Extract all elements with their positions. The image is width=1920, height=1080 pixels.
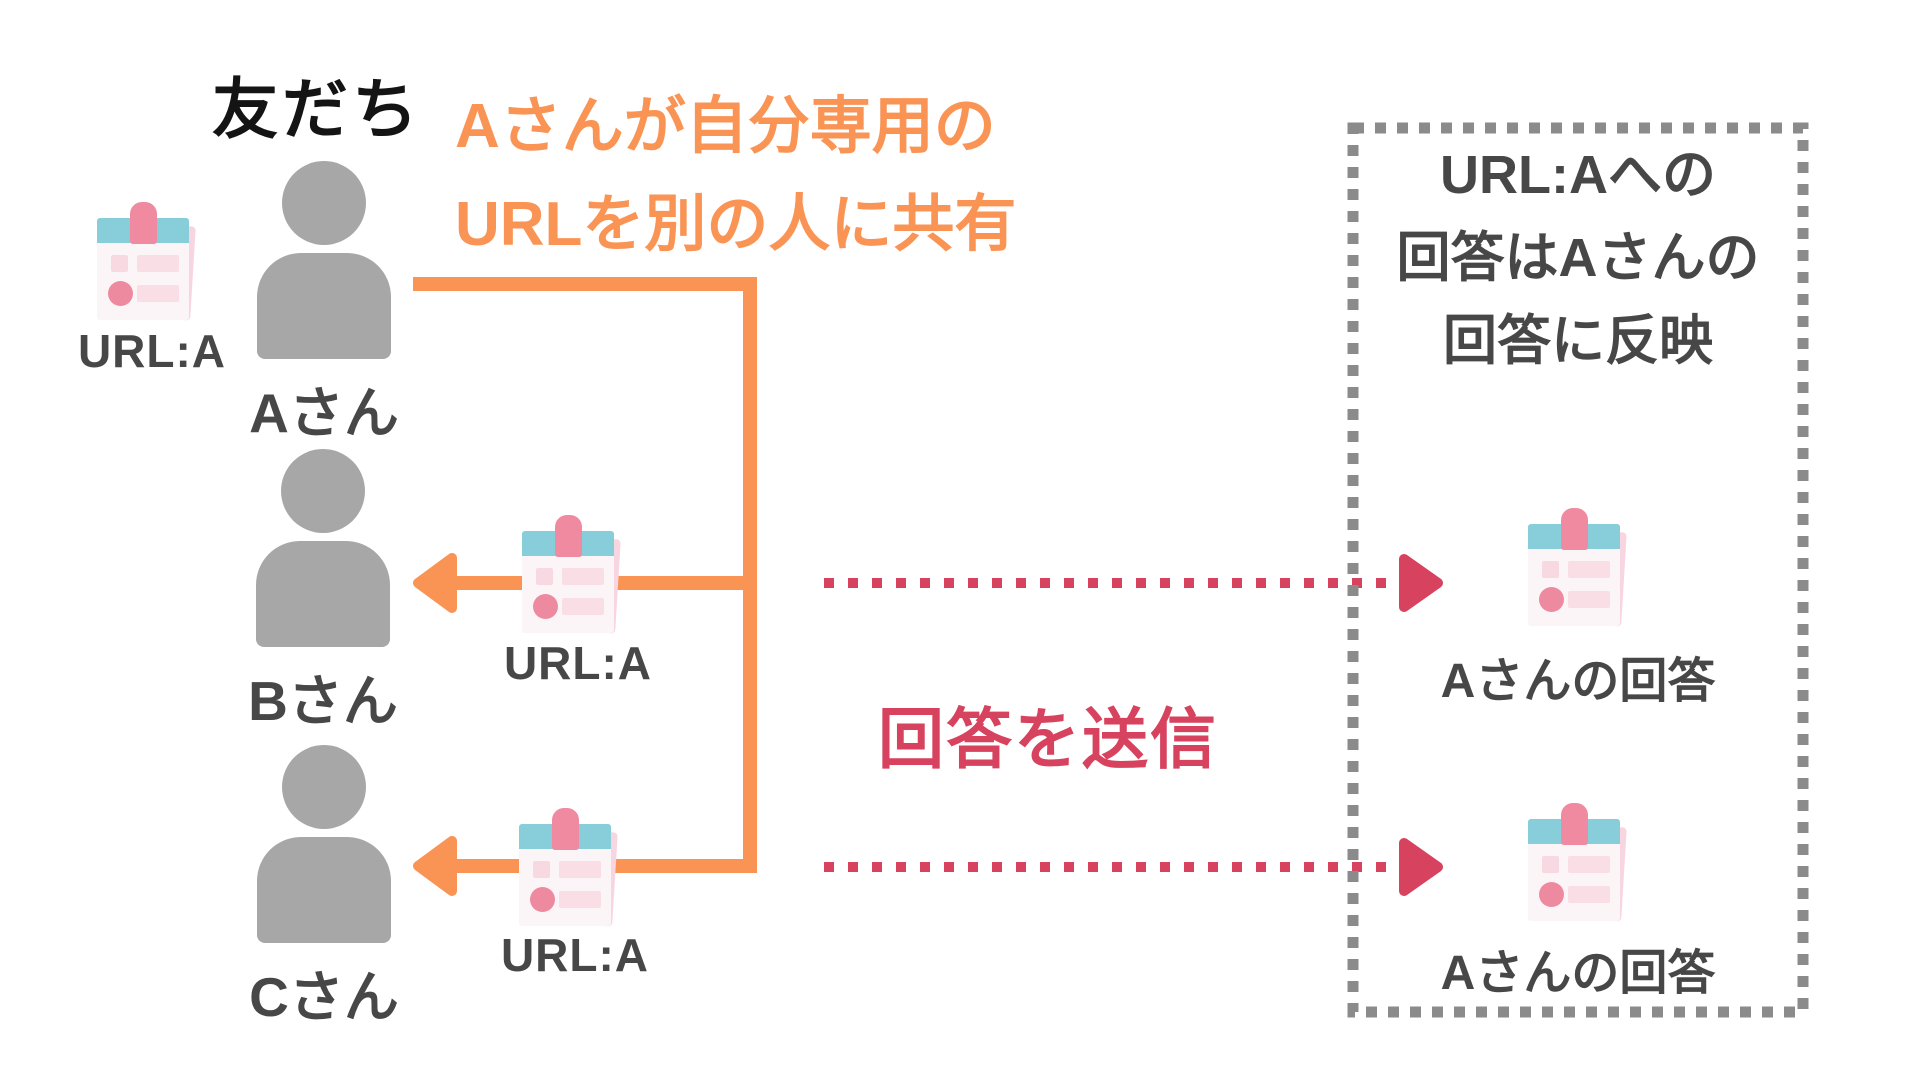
result-box-title: URL:Aへの 回答はAさんの 回答に反映: [1363, 134, 1793, 383]
url-tag-c: URL:A: [500, 929, 650, 981]
bookmark-icon: [552, 808, 579, 850]
person-c-icon: [257, 745, 391, 943]
orange-arrowhead-b: [413, 553, 457, 613]
send-answer-label: 回答を送信: [878, 702, 1218, 776]
orange-arrowhead-c: [413, 836, 457, 896]
person-head: [282, 161, 366, 245]
person-body: [257, 253, 391, 359]
answer-form-icon-2: [1528, 801, 1628, 923]
answer-label-2: Aさんの回答: [1440, 947, 1716, 1000]
survey-form-icon-b: [522, 513, 622, 635]
person-b-label: Bさん: [248, 670, 398, 732]
person-body: [257, 837, 391, 943]
send-arrowhead-top: [1399, 554, 1443, 612]
person-c-label: Cさん: [249, 966, 399, 1028]
person-body: [256, 541, 390, 647]
bookmark-icon: [1561, 803, 1588, 845]
answer-form-icon-1: [1528, 506, 1628, 628]
friends-title: 友だち: [212, 72, 422, 146]
person-a-label: Aさん: [249, 382, 399, 444]
bookmark-icon: [555, 515, 582, 557]
answer-label-1: Aさんの回答: [1440, 655, 1716, 708]
bookmark-icon: [1561, 508, 1588, 550]
bookmark-icon: [130, 202, 157, 244]
result-box-title-line1: URL:Aへの: [1440, 145, 1716, 205]
url-tag-a: URL:A: [77, 325, 227, 377]
send-arrowhead-bottom: [1399, 838, 1443, 896]
person-b-icon: [256, 449, 390, 647]
share-note: Aさんが自分専用の URLを別の人に共有: [455, 78, 1016, 274]
result-box-title-line2: 回答はAさんの: [1396, 228, 1760, 288]
survey-form-icon-c: [519, 806, 619, 928]
person-head: [281, 449, 365, 533]
share-note-line2: URLを別の人に共有: [455, 190, 1017, 259]
url-tag-b: URL:A: [503, 637, 653, 689]
survey-form-icon-a: [97, 200, 197, 322]
person-head: [282, 745, 366, 829]
share-note-line1: Aさんが自分専用の: [455, 92, 996, 161]
person-a-icon: [257, 161, 391, 359]
result-box-title-line3: 回答に反映: [1443, 311, 1713, 371]
